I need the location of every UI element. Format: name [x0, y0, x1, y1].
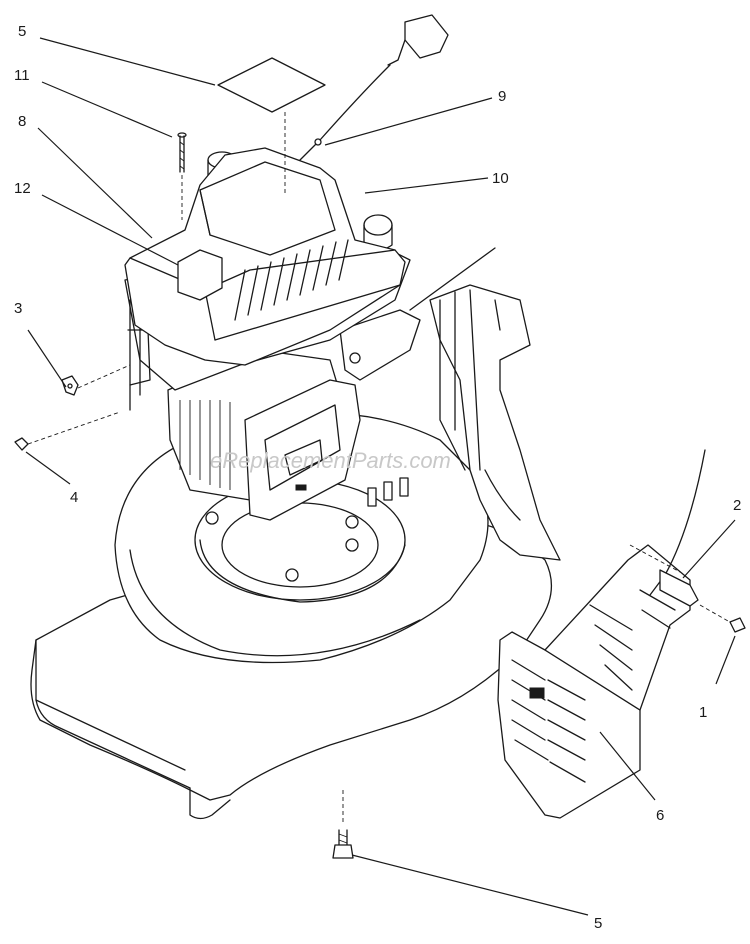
cable-clip: [629, 449, 736, 626]
callout-label-10: 10: [492, 170, 509, 187]
callout-6: 6: [599, 731, 664, 824]
callout-label-11: 11: [14, 67, 30, 84]
callout-label-7: 5: [18, 23, 26, 40]
rear-guard: [497, 544, 691, 819]
callout-label-3: 3: [14, 300, 22, 317]
callout-11: 11: [14, 67, 173, 138]
callout-label-4: 4: [70, 489, 78, 506]
callout-label-5: 5: [594, 915, 602, 932]
screw-top: [177, 132, 187, 220]
screw-left: [14, 411, 121, 451]
callout-7: 5: [18, 23, 216, 86]
callout-2: 2: [682, 497, 741, 579]
clip-left: [61, 364, 131, 396]
bolt-bottom: [332, 790, 354, 859]
throttle-cable: [299, 14, 449, 161]
callout-3: 3: [14, 300, 67, 388]
screw-right: [729, 617, 746, 633]
callout-4: 4: [25, 451, 78, 506]
decal-top: [217, 57, 326, 113]
callout-8: 8: [18, 113, 153, 239]
mower-deck: [30, 247, 561, 820]
callout-9: 9: [324, 88, 506, 146]
callout-label-8: 8: [18, 113, 26, 130]
callout-label-1: 1: [699, 704, 707, 721]
watermark: eReplacementParts.com: [210, 448, 451, 473]
callout-label-9: 9: [498, 88, 506, 105]
callout-10: 10: [364, 170, 509, 194]
callout-label-2: 2: [733, 497, 741, 514]
callout-label-6: 6: [656, 807, 664, 824]
engine-shroud: [124, 147, 406, 366]
callout-12: 12: [14, 180, 179, 266]
callout-5: 5: [351, 854, 602, 932]
callout-1: 1: [699, 635, 736, 721]
callout-label-12: 12: [14, 180, 31, 197]
